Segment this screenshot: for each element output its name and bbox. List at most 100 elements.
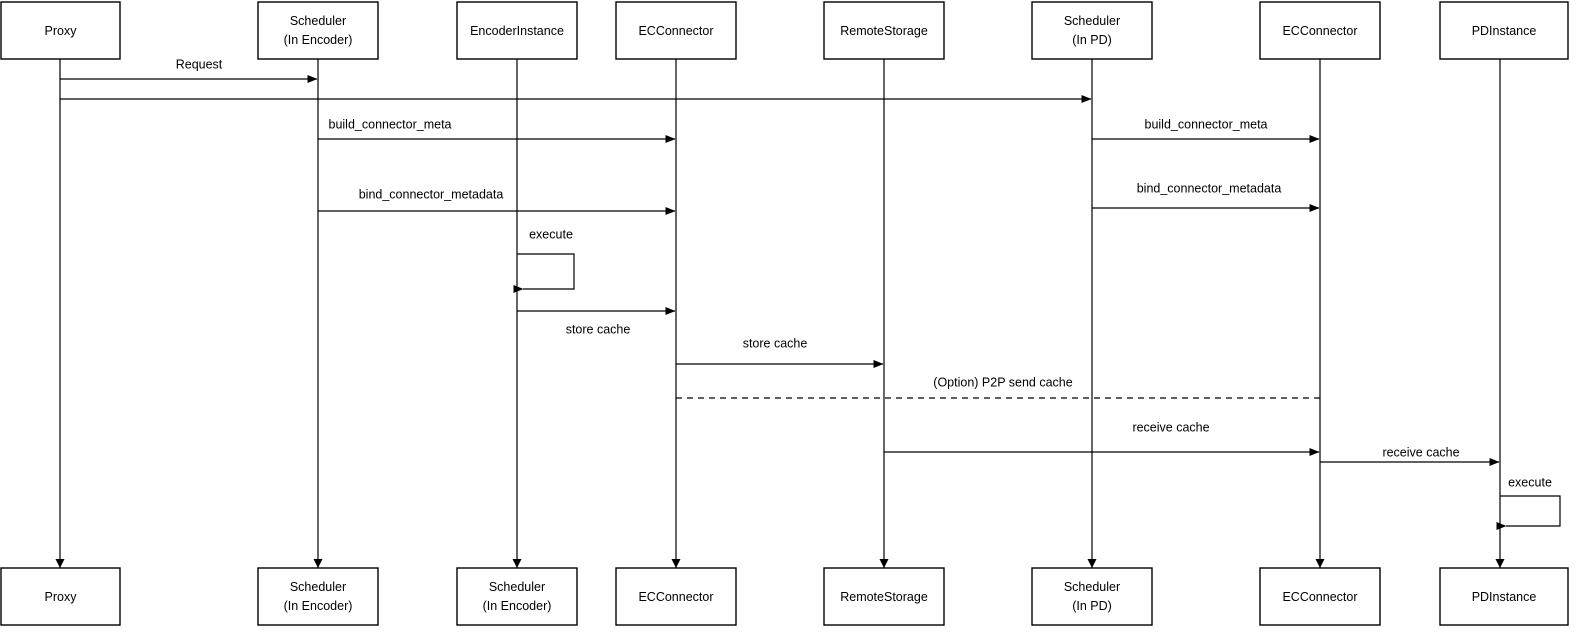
participant-foot-label-scheduler-encoder: Scheduler [290, 580, 346, 594]
participant-foot-scheduler-encoder[interactable]: Scheduler (In Encoder) [257, 567, 379, 626]
message-m6[interactable]: bind_connector_metadata [1092, 181, 1320, 212]
participant-head-rect-proxy[interactable] [0, 1, 121, 60]
participant-head-sublabel-scheduler-encoder: (In Encoder) [284, 33, 353, 47]
participant-foot-pd-instance[interactable]: PDInstance [1439, 567, 1569, 626]
lifeline-arrowhead-ec-connector-enc [671, 559, 681, 568]
top-participant-boxes: Proxy Scheduler (In Encoder) EncoderInstanc… [0, 1, 1569, 60]
participant-head-ec-connector-enc[interactable]: ECConnector [615, 1, 737, 60]
lifeline-arrowhead-proxy [55, 559, 65, 568]
participant-head-encoder-instance[interactable]: EncoderInstance [456, 1, 578, 60]
participant-foot-sublabel-encoder-instance: (In Encoder) [483, 599, 552, 613]
message-label-m7: store cache [566, 322, 631, 336]
lifeline-ec-connector-enc [671, 59, 681, 568]
message-m9[interactable]: (Option) P2P send cache [676, 375, 1320, 399]
participant-foot-label-scheduler-pd: Scheduler [1064, 580, 1120, 594]
lifeline-proxy [55, 59, 65, 568]
participant-foot-rect-scheduler-pd[interactable] [1031, 567, 1153, 626]
participant-foot-sublabel-scheduler-encoder: (In Encoder) [284, 599, 353, 613]
message-m7[interactable]: store cache [517, 307, 676, 336]
lifeline-arrowhead-encoder-instance [512, 559, 522, 568]
participant-foot-rect-ec-connector-pd[interactable] [1259, 567, 1381, 626]
participant-foot-sublabel-scheduler-pd: (In PD) [1072, 599, 1112, 613]
participant-head-label-ec-connector-pd: ECConnector [1282, 24, 1357, 38]
bottom-participant-boxes: Proxy Scheduler (In Encoder) Scheduler (In E… [0, 567, 1569, 626]
message-label-m10: receive cache [1132, 420, 1209, 434]
participant-head-rect-scheduler-encoder[interactable] [257, 1, 379, 60]
participant-foot-rect-ec-connector-enc[interactable] [615, 567, 737, 626]
message-m4[interactable]: build_connector_meta [1092, 117, 1320, 143]
participant-head-rect-remote-storage[interactable] [823, 1, 945, 60]
lifeline-pd-instance [1495, 59, 1505, 568]
participant-head-rect-ec-connector-enc[interactable] [615, 1, 737, 60]
lifeline-arrowhead-scheduler-encoder [313, 559, 323, 568]
message-m3[interactable]: build_connector_meta [318, 117, 676, 143]
message-label-m11: receive cache [1382, 445, 1459, 459]
participant-foot-label-encoder-instance: Scheduler [489, 580, 545, 594]
lifeline-arrowhead-pd-instance [1495, 559, 1505, 568]
lifeline-remote-storage [879, 59, 889, 568]
message-label-m1: Request [176, 57, 223, 71]
lifeline-arrowhead-ec-connector-pd [1315, 559, 1325, 568]
participant-foot-label-ec-connector-enc: ECConnector [638, 590, 713, 604]
self-message-s2[interactable]: execute [1496, 475, 1561, 530]
self-message-path-s2[interactable] [1496, 495, 1561, 530]
participant-foot-remote-storage[interactable]: RemoteStorage [823, 567, 945, 626]
participant-foot-rect-encoder-instance[interactable] [456, 567, 578, 626]
participant-head-label-ec-connector-enc: ECConnector [638, 24, 713, 38]
participant-head-proxy[interactable]: Proxy [0, 1, 121, 60]
message-label-m9: (Option) P2P send cache [933, 375, 1072, 389]
participant-head-label-encoder-instance: EncoderInstance [470, 24, 564, 38]
message-m10[interactable]: receive cache [884, 420, 1320, 456]
message-label-m4: build_connector_meta [1145, 117, 1268, 131]
lifeline-scheduler-encoder [313, 59, 323, 568]
message-label-m3: build_connector_meta [329, 117, 452, 131]
participant-head-scheduler-encoder[interactable]: Scheduler (In Encoder) [257, 1, 379, 60]
participant-foot-label-ec-connector-pd: ECConnector [1282, 590, 1357, 604]
message-label-m6: bind_connector_metadata [1137, 181, 1282, 195]
participant-foot-rect-proxy[interactable] [0, 567, 121, 626]
participant-foot-ec-connector-pd[interactable]: ECConnector [1259, 567, 1381, 626]
self-message-label-s2: execute [1508, 475, 1552, 489]
participant-foot-label-pd-instance: PDInstance [1472, 590, 1537, 604]
messages-layer: Request build_connector_meta build_connect… [60, 57, 1500, 466]
participant-head-rect-scheduler-pd[interactable] [1031, 1, 1153, 60]
participant-head-label-scheduler-encoder: Scheduler [290, 14, 346, 28]
participant-foot-ec-connector-enc[interactable]: ECConnector [615, 567, 737, 626]
self-messages-layer: execute execute [513, 227, 1561, 530]
lifeline-arrowhead-scheduler-pd [1087, 559, 1097, 568]
participant-head-rect-ec-connector-pd[interactable] [1259, 1, 1381, 60]
participant-foot-rect-remote-storage[interactable] [823, 567, 945, 626]
lifelines-layer [55, 59, 1505, 568]
participant-head-label-proxy: Proxy [45, 24, 78, 38]
message-m8[interactable]: store cache [676, 336, 884, 368]
participant-foot-rect-scheduler-encoder[interactable] [257, 567, 379, 626]
participant-foot-label-proxy: Proxy [45, 590, 78, 604]
self-message-path-s1[interactable] [513, 253, 575, 293]
lifeline-ec-connector-pd [1315, 59, 1325, 568]
lifeline-scheduler-pd [1087, 59, 1097, 568]
participant-head-rect-encoder-instance[interactable] [456, 1, 578, 60]
participant-head-scheduler-pd[interactable]: Scheduler(In PD) [1031, 1, 1153, 60]
lifeline-encoder-instance [512, 59, 522, 568]
participant-head-remote-storage[interactable]: RemoteStorage [823, 1, 945, 60]
participant-foot-proxy[interactable]: Proxy [0, 567, 121, 626]
participant-foot-scheduler-pd[interactable]: Scheduler (In PD) [1031, 567, 1153, 626]
participant-head-ec-connector-pd[interactable]: ECConnector [1259, 1, 1381, 60]
participant-head-label-remote-storage: RemoteStorage [840, 24, 928, 38]
message-m5[interactable]: bind_connector_metadata [318, 187, 676, 215]
message-m1[interactable]: Request [60, 57, 318, 83]
participant-head-label-scheduler-pd: Scheduler [1064, 14, 1120, 28]
participant-foot-label-remote-storage: RemoteStorage [840, 590, 928, 604]
participant-head-label-pd-instance: PDInstance [1472, 24, 1537, 38]
message-label-m8: store cache [743, 336, 808, 350]
participant-head-pd-instance[interactable]: PDInstance [1439, 1, 1569, 60]
participant-foot-rect-pd-instance[interactable] [1439, 567, 1569, 626]
self-message-s1[interactable]: execute [513, 227, 575, 293]
participant-head-rect-pd-instance[interactable] [1439, 1, 1569, 60]
self-message-label-s1: execute [529, 227, 573, 241]
participant-foot-encoder-instance[interactable]: Scheduler (In Encoder) [456, 567, 578, 626]
lifeline-arrowhead-remote-storage [879, 559, 889, 568]
message-m11[interactable]: receive cache [1320, 445, 1500, 466]
